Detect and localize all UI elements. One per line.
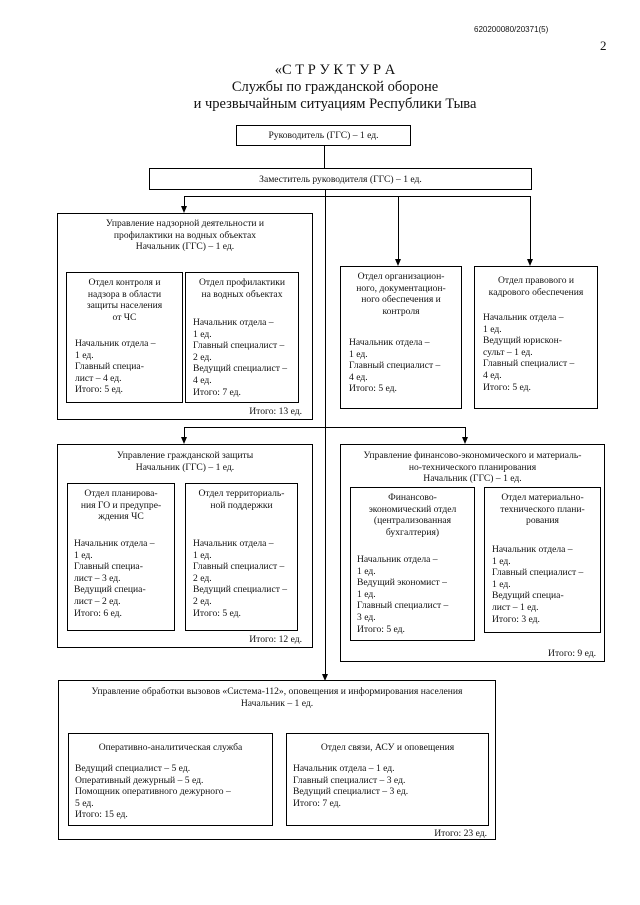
dept-organizational-staff: Начальник отдела – 1 ед. Главный специал… — [349, 337, 441, 395]
branch-to-dept-a — [184, 196, 185, 207]
unit-go-planning-staff: Начальник отдела – 1 ед. Главный специа-… — [74, 538, 155, 619]
unit-control-supervision: Отдел контроля и надзора в области защит… — [66, 272, 183, 403]
branch-row2-horizontal — [184, 427, 465, 428]
dept-supervision: Управление надзорной деятельности и проф… — [57, 213, 313, 420]
arrow-to-dept-a — [181, 206, 187, 213]
unit-water-prevention: Отдел профилактики на водных объектах На… — [185, 272, 299, 403]
unit-water-title: Отдел профилактики на водных объектах — [198, 277, 286, 300]
unit-finance-title: Финансово- экономический отдел (централи… — [368, 492, 457, 538]
dept-civil-protection-total: Итого: 12 ед. — [249, 634, 302, 645]
arrow-to-dept-b — [395, 259, 401, 266]
unit-operational-title: Оперативно-аналитическая служба — [98, 742, 243, 753]
arrow-to-dept-d — [181, 437, 187, 444]
main-trunk-line — [325, 190, 326, 676]
unit-water-staff: Начальник отдела – 1 ед. Главный специал… — [193, 317, 288, 398]
branch-to-dept-d — [184, 427, 185, 437]
unit-control-title: Отдел контроля и надзора в области защит… — [86, 277, 163, 323]
branch-to-dept-c — [530, 196, 531, 260]
title-line-2: Службы по гражданской обороне — [231, 79, 439, 95]
head-label: Руководитель (ГГС) – 1 ед. — [268, 130, 379, 141]
unit-material-staff: Начальник отдела – 1 ед. Главный специал… — [492, 544, 584, 625]
unit-finance-staff: Начальник отдела – 1 ед. Ведущий экономи… — [357, 554, 449, 635]
branch-to-dept-b — [398, 196, 399, 260]
deputy-label: Заместитель руководителя (ГГС) – 1 ед. — [259, 174, 422, 185]
unit-territorial-title: Отдел территориаль- ной поддержки — [198, 488, 285, 511]
unit-material-planning: Отдел материально- технического плани- р… — [484, 487, 601, 633]
dept-supervision-total: Итого: 13 ед. — [249, 406, 302, 417]
arrow-to-dept-e — [462, 437, 468, 444]
dept-organizational: Отдел организацион- ного, документацион-… — [340, 266, 462, 409]
unit-go-planning-title: Отдел планирова- ния ГО и предупре- жден… — [80, 488, 162, 523]
unit-go-planning: Отдел планирова- ния ГО и предупре- жден… — [67, 483, 175, 631]
dept-civil-protection: Управление гражданской защиты Начальник … — [57, 444, 313, 648]
unit-communications-staff: Начальник отдела – 1 ед. Главный специал… — [293, 763, 409, 809]
branch-to-dept-e — [465, 427, 466, 437]
unit-control-staff: Начальник отдела – 1 ед. Главный специа-… — [75, 338, 156, 396]
dept-system-112: Управление обработки вызовов «Система-11… — [58, 680, 496, 840]
document-code: 620200080/20371(5) — [474, 25, 549, 34]
dept-supervision-title: Управление надзорной деятельности и проф… — [105, 218, 265, 253]
dept-system-112-total: Итого: 23 ед. — [434, 828, 487, 839]
title-line-1: «С Т Р У К Т У Р А — [274, 62, 396, 78]
title-line-3: и чрезвычайным ситуациям Республики Тыва — [193, 96, 477, 112]
arrow-to-row3 — [322, 674, 328, 681]
unit-territorial-staff: Начальник отдела – 1 ед. Главный специал… — [193, 538, 288, 619]
dept-legal-hr-title: Отдел правового и кадрового обеспечения — [488, 275, 584, 298]
unit-finance-economic: Финансово- экономический отдел (централи… — [350, 487, 475, 641]
unit-operational-analytic: Оперативно-аналитическая служба Ведущий … — [68, 733, 273, 826]
dept-system-112-title: Управление обработки вызовов «Система-11… — [91, 686, 463, 709]
dept-legal-hr-staff: Начальник отдела – 1 ед. Ведущий юрискон… — [483, 312, 575, 393]
branch-row1-horizontal — [184, 196, 530, 197]
dept-finance-planning: Управление финансово-экономического и ма… — [340, 444, 605, 662]
deputy-box: Заместитель руководителя (ГГС) – 1 ед. — [149, 168, 532, 190]
unit-operational-staff: Ведущий специалист – 5 ед. Оперативный д… — [75, 763, 231, 821]
page-number: 2 — [600, 38, 607, 53]
head-box: Руководитель (ГГС) – 1 ед. — [236, 125, 411, 146]
dept-legal-hr: Отдел правового и кадрового обеспечения … — [474, 266, 598, 409]
dept-civil-protection-title: Управление гражданской защиты Начальник … — [116, 450, 254, 473]
dept-finance-total: Итого: 9 ед. — [548, 648, 596, 659]
connector-head-deputy — [324, 146, 325, 168]
arrow-to-dept-c — [527, 259, 533, 266]
unit-material-title: Отдел материально- технического плани- р… — [500, 492, 585, 527]
unit-territorial-support: Отдел территориаль- ной поддержки Началь… — [185, 483, 298, 631]
dept-finance-title: Управление финансово-экономического и ма… — [363, 450, 582, 485]
unit-communications-asu: Отдел связи, АСУ и оповещения Начальник … — [286, 733, 489, 826]
unit-communications-title: Отдел связи, АСУ и оповещения — [320, 742, 455, 753]
dept-organizational-title: Отдел организацион- ного, документацион-… — [356, 271, 446, 317]
page-title: «С Т Р У К Т У Р А Службы по гражданской… — [140, 62, 530, 113]
